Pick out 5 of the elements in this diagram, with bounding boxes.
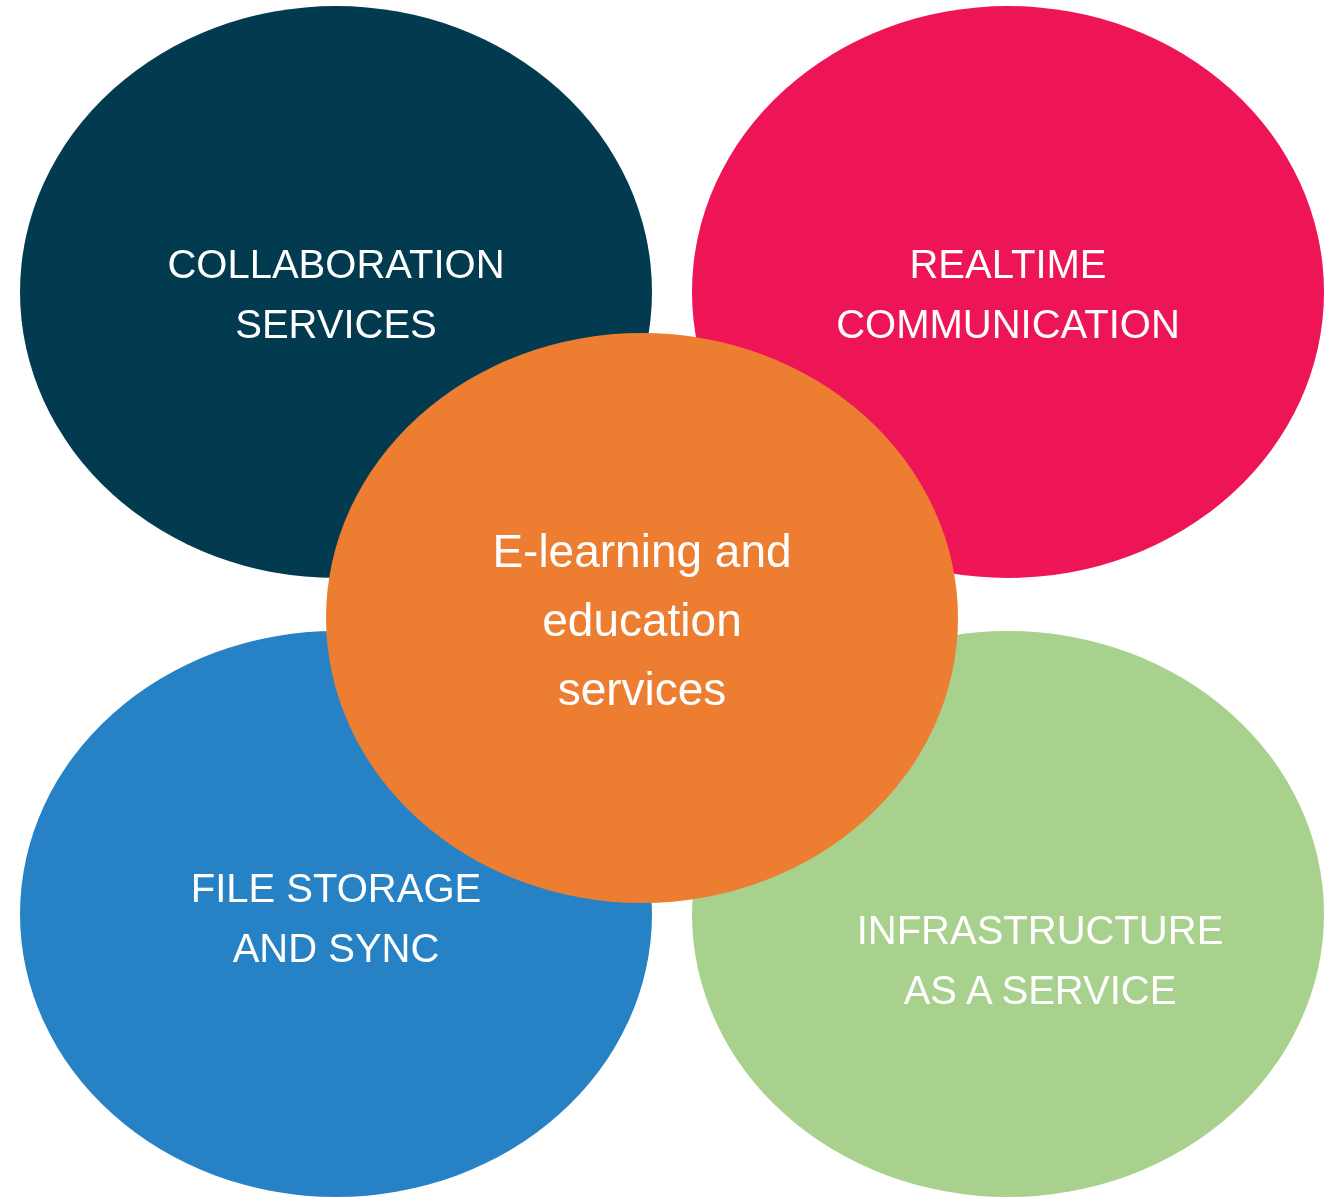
- category-label: COLLABORATION SERVICES: [166, 241, 506, 348]
- category-label: INFRASTRUCTURE AS A SERVICE: [855, 907, 1225, 1014]
- category-label: FILE STORAGE AND SYNC: [189, 865, 483, 972]
- category-label: REALTIME COMMUNICATION: [835, 241, 1181, 348]
- category-label: E-learning and education services: [491, 523, 793, 717]
